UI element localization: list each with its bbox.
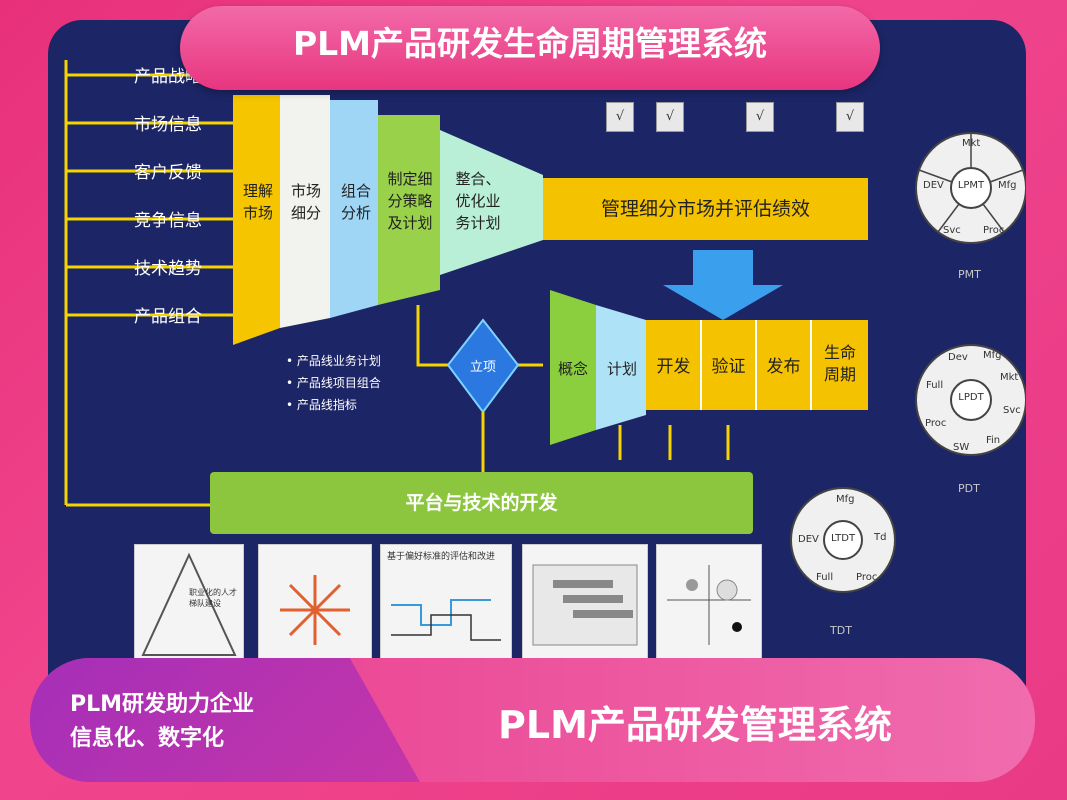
circle-segment-label: Full xyxy=(816,572,834,583)
bullet-item: • 产品线业务计划 xyxy=(286,354,381,368)
dev-label: 生命周期 xyxy=(823,343,856,384)
bottom-left-line: PLM研发助力企业 xyxy=(70,692,255,717)
thumbnail-matrix xyxy=(656,544,762,661)
process-icon xyxy=(391,599,501,641)
dev-label: 计划 xyxy=(606,360,637,378)
bottom-left-panel xyxy=(30,658,420,782)
dev-label: 验证 xyxy=(711,357,746,377)
down-arrow-shape xyxy=(663,250,783,320)
input-label: 竞争信息 xyxy=(134,211,202,231)
input-label: 市场信息 xyxy=(134,115,202,135)
thumbnail-caption: 基于偏好标准的评估和改进 xyxy=(387,552,496,562)
input-label: 技术趋势 xyxy=(134,259,202,279)
check-box: √ xyxy=(746,102,774,132)
circle-pdt xyxy=(915,344,1026,456)
funnel-stage-1 xyxy=(233,95,280,345)
thumbnail-stages xyxy=(522,544,648,661)
funnel-label-2: 市场细分 xyxy=(290,182,321,222)
thumbnail-pyramid: 职业化的人才梯队建设 xyxy=(134,544,244,661)
bottom-left-line: 信息化、数字化 xyxy=(70,726,225,751)
bottom-banner: PLM研发助力企业 信息化、数字化 PLM产品研发管理系统 xyxy=(30,658,1035,782)
stages-icon xyxy=(532,564,638,646)
circle-segment-label: Td xyxy=(874,532,887,543)
circle-caption: PDT xyxy=(958,482,980,495)
circle-segment-label: Svc xyxy=(1003,405,1021,416)
circle-segment-label: Svc xyxy=(943,225,961,236)
decision-label: 立项 xyxy=(469,360,496,375)
radar-icon xyxy=(280,575,350,645)
flow-diagram xyxy=(64,60,1026,593)
circle-segment-label: Mfg xyxy=(998,180,1017,191)
platform-bar-shape xyxy=(210,472,753,534)
bullet-list: • 产品线业务计划 • 产品线项目组合 • 产品线指标 xyxy=(286,350,381,416)
circle-segment-label: Mkt xyxy=(962,138,981,149)
dev-label: 发布 xyxy=(766,357,801,377)
funnel-stage-3 xyxy=(330,100,378,318)
dev-label: 开发 xyxy=(656,357,691,377)
circle-center-label: LPDT xyxy=(958,392,984,403)
circle-center-label: LTDT xyxy=(830,533,856,544)
circle-tdt xyxy=(790,487,896,593)
circle-segment-label: Fin xyxy=(986,435,1001,446)
check-box: √ xyxy=(836,102,864,132)
circle-segment-label: DEV xyxy=(798,534,819,545)
circle-center-label: LPMT xyxy=(957,180,985,191)
circle-segment-label: Proc xyxy=(856,572,878,583)
circle-segment-label: Mfg xyxy=(836,494,855,505)
thumbnail-radar xyxy=(258,544,372,661)
circle-segment-label: SW xyxy=(953,442,970,453)
matrix-icon xyxy=(667,565,751,645)
bottom-left-text: PLM研发助力企业 信息化、数字化 xyxy=(70,688,254,756)
thumbnail-process: 基于偏好标准的评估和改进 xyxy=(380,544,512,661)
circle-segment-label: Full xyxy=(926,380,944,391)
check-box: √ xyxy=(656,102,684,132)
pyramid-icon xyxy=(141,552,237,656)
circle-segment-label: Proc xyxy=(925,418,947,429)
page-title: PLM产品研发生命周期管理系统 xyxy=(180,6,880,90)
input-label: 客户反馈 xyxy=(134,163,202,183)
check-box: √ xyxy=(606,102,634,132)
dev-stage-plan xyxy=(596,305,646,430)
platform-label: 平台与技术的开发 xyxy=(405,492,558,514)
bullet-item: • 产品线指标 xyxy=(286,398,357,412)
funnel-stage-5 xyxy=(440,130,543,275)
bullet-item: • 产品线项目组合 xyxy=(286,376,381,390)
bottom-right-title: PLM产品研发管理系统 xyxy=(498,703,892,747)
diagram-frame: 产品战略 市场信息 客户反馈 竞争信息 技术趋势 产品组合 理解市场 市场细分 … xyxy=(48,20,1026,720)
funnel-label-1: 理解市场 xyxy=(242,182,273,222)
circle-segment-label: Mfg xyxy=(983,350,1002,361)
circle-pmt xyxy=(915,132,1026,244)
manage-bar-shape xyxy=(543,178,868,240)
manage-bar-label: 管理细分市场并评估绩效 xyxy=(600,198,810,220)
funnel-label-4: 制定细分策略及计划 xyxy=(387,170,433,232)
dev-stage-concept xyxy=(550,290,596,445)
input-label: 产品战略 xyxy=(134,67,202,87)
funnel-label-5: 整合、优化业务计划 xyxy=(455,170,501,232)
funnel-label-3: 组合分析 xyxy=(340,182,371,222)
circle-segment-label: Dev xyxy=(948,352,968,363)
dev-label: 概念 xyxy=(557,360,588,378)
input-arrows xyxy=(66,73,233,507)
circle-caption: TDT xyxy=(830,624,852,637)
circle-caption: PMT xyxy=(958,268,981,281)
circle-segment-label: Mkt xyxy=(1000,372,1019,383)
circle-segment-label: DEV xyxy=(923,180,944,191)
thumbnail-caption: 职业化的人才梯队建设 xyxy=(189,588,237,608)
circle-segment-label: Proc xyxy=(983,225,1005,236)
funnel-stage-2 xyxy=(280,95,330,328)
funnel-stage-4 xyxy=(378,115,440,305)
input-label: 产品组合 xyxy=(134,307,202,327)
